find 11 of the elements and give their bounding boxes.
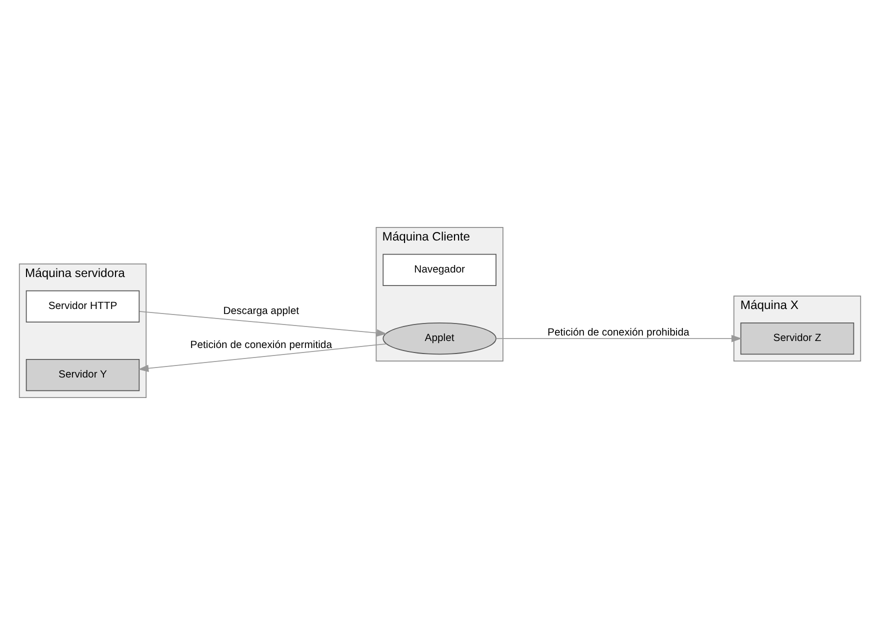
arrow: [139, 311, 388, 337]
edge-label: Descarga applet: [223, 306, 300, 317]
arrow: [138, 343, 387, 372]
node-box: Servidor Z: [740, 322, 854, 355]
node-box: Servidor Y: [26, 358, 140, 392]
edge-label: Petición de conexión permitida: [190, 340, 332, 351]
node-box: Navegador: [382, 254, 496, 286]
node-box: Servidor HTTP: [26, 290, 140, 322]
edge-label: Petición de conexión prohibida: [548, 328, 690, 339]
arrow: [496, 334, 742, 342]
node-ellipse: Applet: [382, 322, 496, 355]
